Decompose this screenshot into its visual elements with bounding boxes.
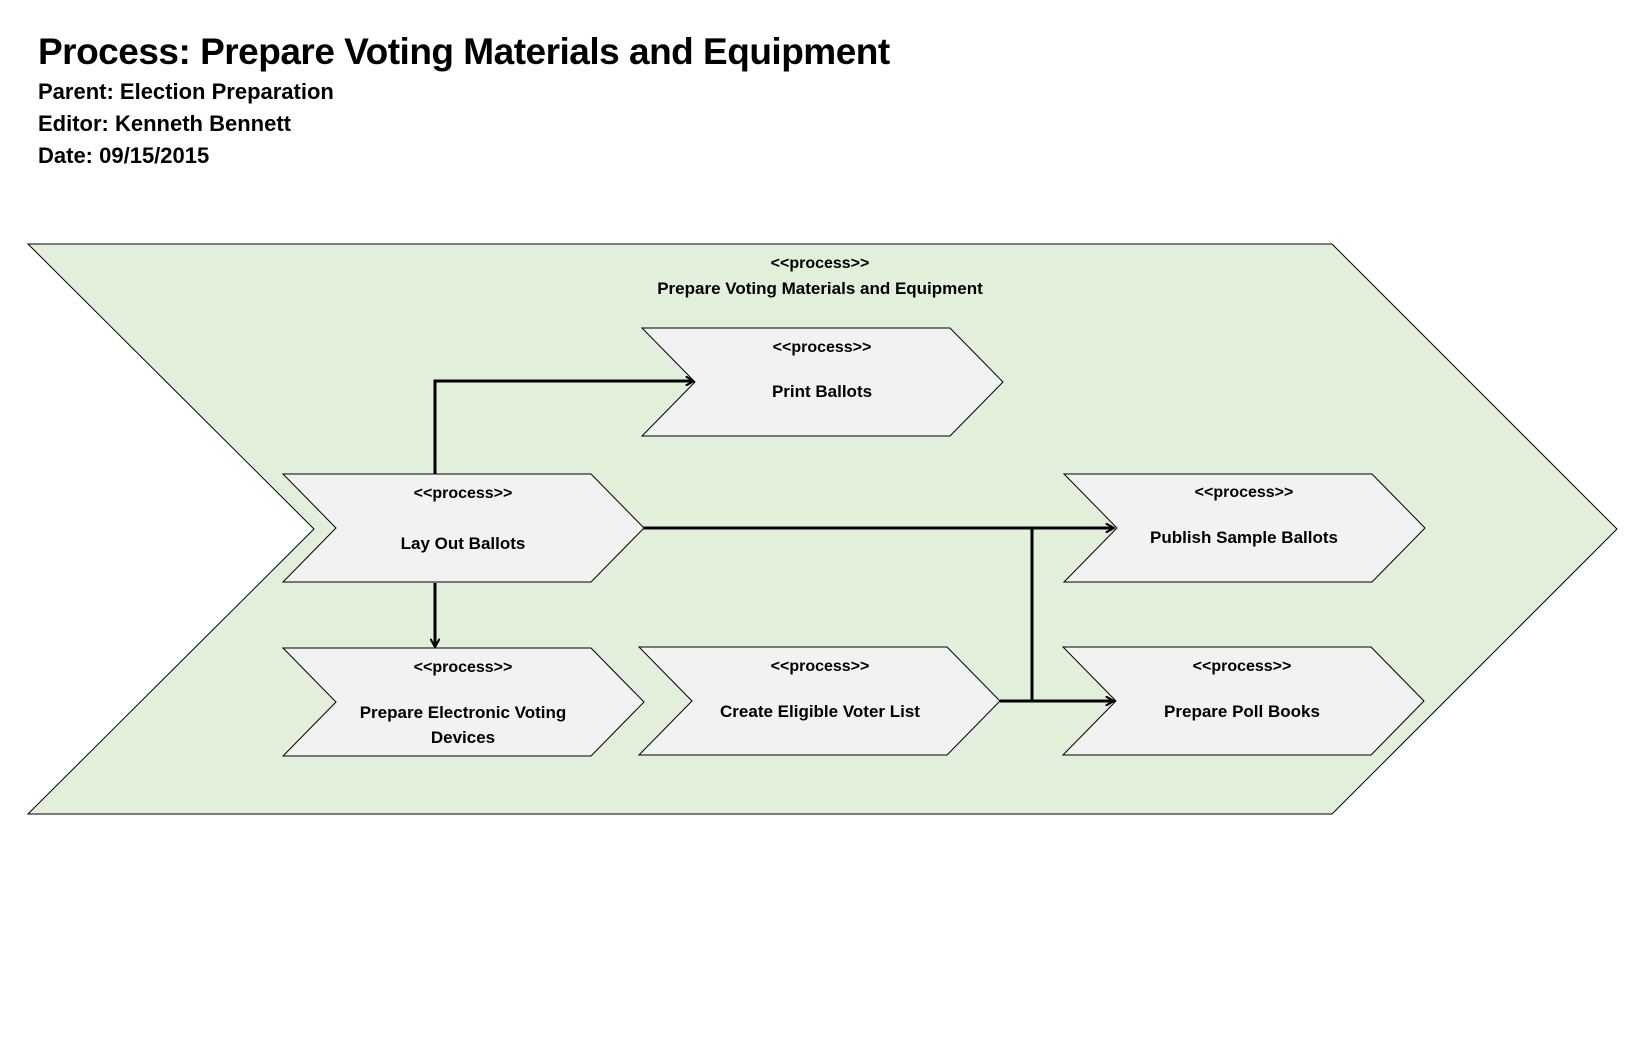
node-print-ballots[interactable]: <<process>> Print Ballots [640, 327, 1004, 437]
connectors [435, 381, 1114, 701]
process-shape [1062, 473, 1426, 583]
node-stereotype: <<process>> [771, 658, 870, 675]
node-stereotype: <<process>> [1193, 658, 1292, 675]
node-label: Prepare Poll Books [1164, 702, 1320, 721]
process-shape [281, 473, 645, 583]
diagram-header: Process: Prepare Voting Materials and Eq… [38, 28, 890, 172]
editor-label: Editor: Kenneth Bennett [38, 111, 291, 136]
process-shape [637, 646, 1001, 756]
node-stereotype: <<process>> [1195, 484, 1294, 501]
outer-process-stereotype: <<process>> [771, 255, 870, 272]
date-label: Date: 09/15/2015 [38, 143, 210, 168]
node-label: Create Eligible Voter List [720, 702, 920, 721]
node-stereotype: <<process>> [773, 339, 872, 356]
node-prepare-electronic-voting-devices[interactable]: <<process>> Prepare Electronic Voting De… [281, 647, 645, 757]
node-lay-out-ballots[interactable]: <<process>> Lay Out Ballots [281, 473, 645, 583]
node-stereotype: <<process>> [414, 659, 513, 676]
node-label: Prepare Electronic Voting [360, 703, 567, 722]
parent-label: Parent: Election Preparation [38, 79, 334, 104]
node-label: Lay Out Ballots [401, 534, 526, 553]
node-label: Publish Sample Ballots [1150, 528, 1338, 547]
node-publish-sample-ballots[interactable]: <<process>> Publish Sample Ballots [1062, 473, 1426, 583]
node-label: Print Ballots [772, 382, 872, 401]
process-shape [640, 327, 1004, 437]
node-create-eligible-voter-list[interactable]: <<process>> Create Eligible Voter List [637, 646, 1001, 756]
node-label-line2: Devices [431, 728, 495, 747]
process-shape [281, 647, 645, 757]
process-shape [1061, 646, 1425, 756]
node-prepare-poll-books[interactable]: <<process>> Prepare Poll Books [1061, 646, 1425, 756]
node-stereotype: <<process>> [414, 485, 513, 502]
process-nodes: <<process>> Print Ballots <<process>> La… [281, 327, 1426, 757]
page-title: Process: Prepare Voting Materials and Eq… [38, 31, 890, 72]
outer-process-name: Prepare Voting Materials and Equipment [657, 279, 983, 298]
edge-layout-to-print[interactable] [433, 381, 694, 474]
